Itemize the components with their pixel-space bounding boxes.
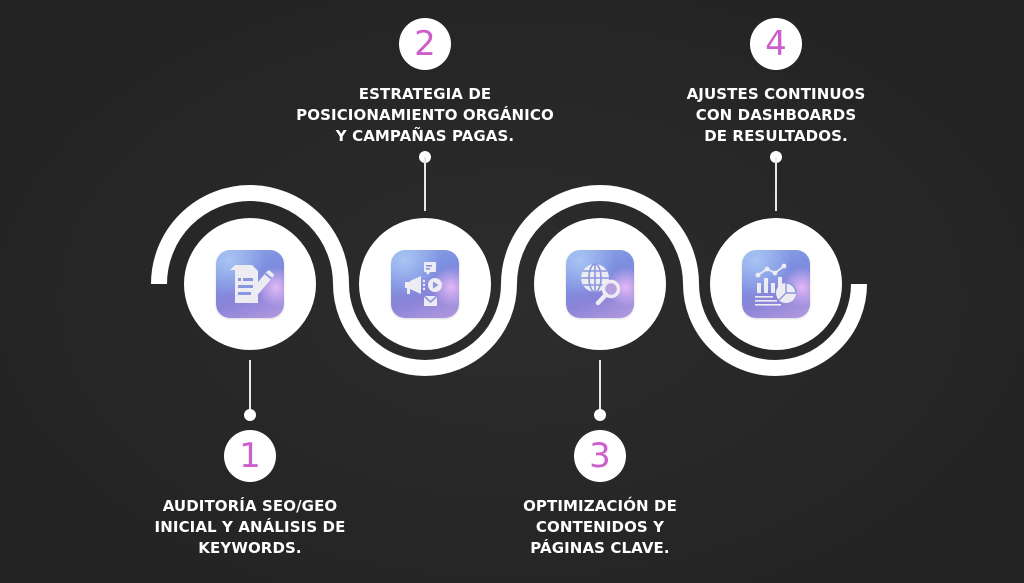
- step-1-icon-tile: [216, 250, 284, 318]
- step-2-title: ESTRATEGIA DE POSICIONAMIENTO ORGÁNICO Y…: [296, 85, 554, 145]
- step-2-icon-tile: [391, 250, 459, 318]
- step-2-connector-line: [424, 157, 426, 211]
- step-3-connector-line: [599, 360, 601, 412]
- megaphone-media-icon: [405, 262, 442, 306]
- step-3-title: OPTIMIZACIÓN DE CONTENIDOS Y PÁGINAS CLA…: [523, 497, 677, 557]
- step-4-icon-tile: [742, 250, 810, 318]
- step-3-circle: [534, 218, 666, 350]
- step-1-connector-line: [249, 360, 251, 412]
- step-1-circle: [184, 218, 316, 350]
- step-3-number: 3: [574, 430, 626, 482]
- step-1-title: AUDITORÍA SEO/GEO INICIAL Y ANÁLISIS DE …: [154, 497, 346, 557]
- document-edit-icon: [230, 265, 274, 303]
- analytics-dashboard-icon: [755, 263, 797, 306]
- step-1-connector-dot: [244, 409, 256, 421]
- step-4-connector-line: [775, 157, 777, 211]
- step-1-number: 1: [224, 430, 276, 482]
- globe-search-icon: [581, 263, 621, 306]
- step-4-number: 4: [750, 18, 802, 70]
- step-3-connector-dot: [594, 409, 606, 421]
- step-4-circle: [710, 218, 842, 350]
- step-2-circle: [359, 218, 491, 350]
- step-4-title: AJUSTES CONTINUOS CON DASHBOARDS DE RESU…: [686, 85, 866, 145]
- step-2-number: 2: [399, 18, 451, 70]
- step-3-icon-tile: [566, 250, 634, 318]
